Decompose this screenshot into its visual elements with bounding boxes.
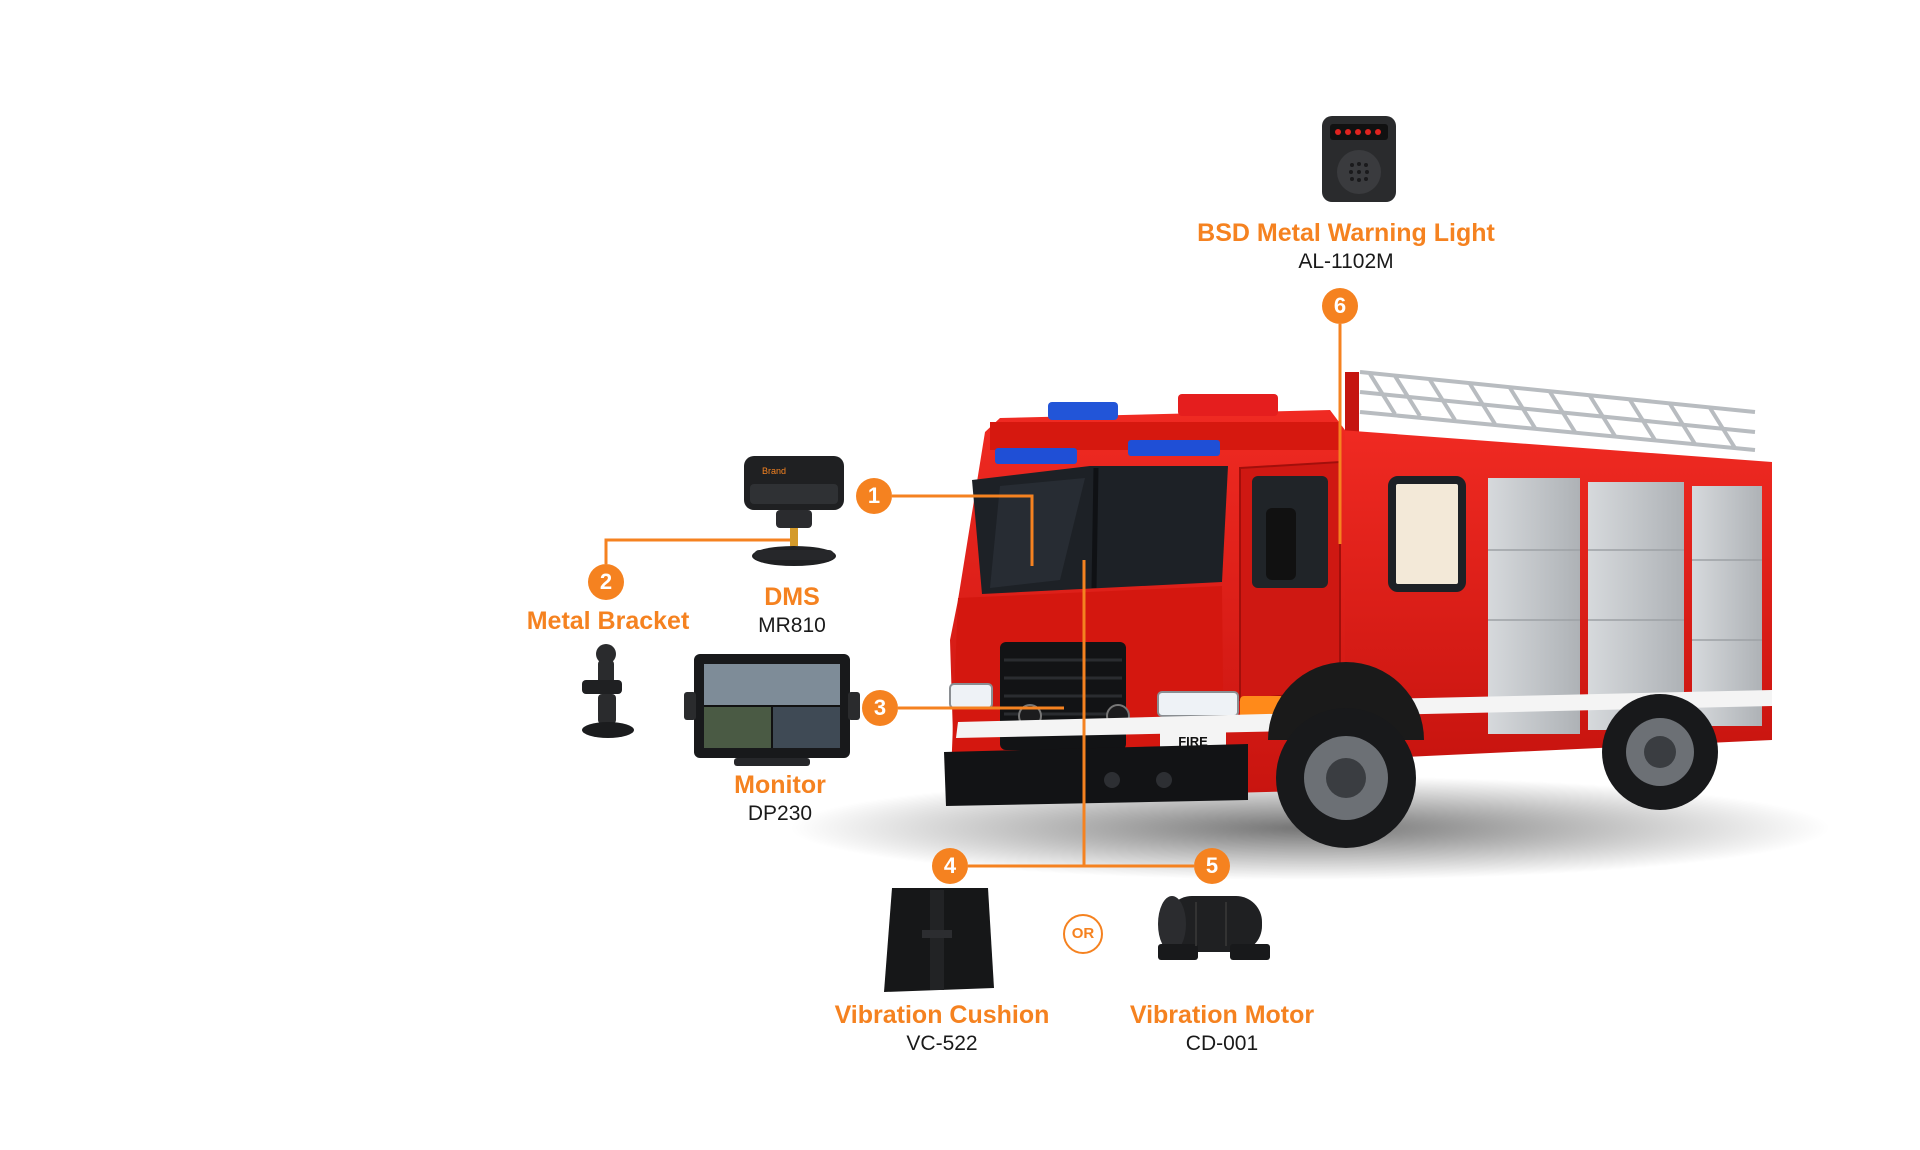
component-name: Vibration Cushion (834, 1001, 1050, 1029)
ladder-icon (1359, 370, 1756, 452)
light-bar-red (1178, 394, 1278, 416)
badge-3: 3 (862, 690, 898, 726)
label-dms: DMS MR810 (758, 582, 826, 640)
label-monitor: Monitor DP230 (734, 770, 826, 828)
dms-camera-icon: Brand (744, 456, 844, 566)
component-name: DMS (764, 583, 820, 611)
component-name: Vibration Motor (1129, 1001, 1315, 1029)
warning-light-icon (1322, 116, 1396, 202)
label-metal-bracket: Metal Bracket (527, 606, 690, 636)
side-mirror (1266, 508, 1296, 580)
component-name: BSD Metal Warning Light (1197, 219, 1495, 247)
monitor-icon (684, 654, 860, 766)
component-model: AL-1102M (1298, 250, 1394, 273)
component-name: Metal Bracket (526, 607, 690, 635)
rear-wheel (1602, 694, 1718, 810)
metal-bracket-icon (582, 644, 634, 738)
component-model: CD-001 (1185, 1032, 1259, 1055)
connector-lines (604, 324, 1342, 868)
vibration-motor-icon (1158, 896, 1270, 960)
badge-4: 4 (932, 848, 968, 884)
shutter-3 (1692, 486, 1762, 726)
component-model: MR810 (758, 614, 826, 637)
front-wheel (1268, 662, 1424, 848)
light-bar-blue-front-left (995, 448, 1077, 464)
front-stripe (956, 712, 1345, 738)
badge-2: 2 (588, 564, 624, 600)
component-name: Monitor (734, 771, 826, 799)
windshield-glare (990, 478, 1085, 588)
badge-5: 5 (1194, 848, 1230, 884)
badge-1: 1 (856, 478, 892, 514)
front-bumper (944, 744, 1248, 806)
connector-line-1 (892, 494, 1034, 566)
or-badge: OR (1063, 914, 1103, 954)
label-bsd-warning-light: BSD Metal Warning Light AL-1102M (1197, 218, 1495, 276)
rear-window (1388, 476, 1466, 592)
light-bar-blue-left (1048, 402, 1118, 420)
ladder-post (1345, 372, 1359, 434)
shutter-1 (1488, 478, 1580, 734)
label-vibration-cushion: Vibration Cushion VC-522 (835, 1000, 1050, 1058)
headlight-right (1157, 691, 1239, 717)
svg-text:Brand: Brand (762, 466, 786, 476)
headlight-left (949, 683, 993, 709)
fire-truck-icon: FIRE (790, 370, 1830, 880)
component-model: VC-522 (906, 1032, 978, 1055)
vibration-cushion-icon (884, 888, 994, 992)
label-vibration-motor: Vibration Motor CD-001 (1130, 1000, 1314, 1058)
badge-6: 6 (1322, 288, 1358, 324)
shutter-2 (1588, 482, 1684, 730)
component-model: DP230 (747, 802, 813, 825)
light-bar-blue-front-right (1128, 440, 1220, 456)
turn-signal (1240, 696, 1284, 718)
